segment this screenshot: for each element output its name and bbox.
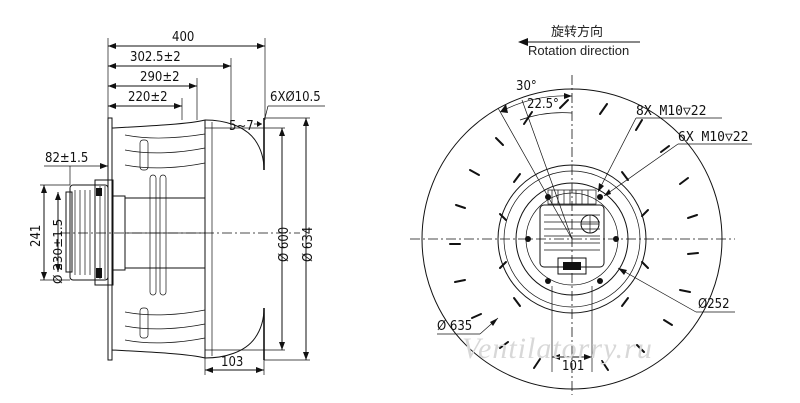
rotation-label-en: Rotation direction xyxy=(528,43,629,58)
watermark: Ventilatorry.ru xyxy=(462,332,653,365)
rotation-label-cn: 旋转方向 xyxy=(551,24,603,39)
dim-241: 241 xyxy=(29,225,44,247)
angle-22-5: 22.5° xyxy=(527,97,559,112)
dim-101: 101 xyxy=(562,359,584,374)
dim-220: 220±2 xyxy=(128,90,168,105)
front-view: 旋转方向 Rotation direction xyxy=(410,24,752,395)
dim-103: 103 xyxy=(221,355,243,370)
dim-d635: Ø 635 xyxy=(437,319,472,334)
dim-d252: Ø252 xyxy=(698,297,730,312)
dim-5-7: 5~7 xyxy=(229,119,254,134)
dim-holes-side: 6XØ10.5 xyxy=(270,90,321,105)
side-blades xyxy=(124,133,206,344)
back-plate xyxy=(107,117,113,361)
holes-8x-label: 8X M10▽22 xyxy=(636,104,706,119)
dim-230: Ø 230±1.5 xyxy=(51,219,65,284)
dim-overall-length: 400 xyxy=(172,30,194,45)
dim-d600: Ø 600 xyxy=(277,227,292,262)
dim-d634: Ø 634 xyxy=(301,227,316,262)
impeller-blades xyxy=(449,99,699,371)
angle-30: 30° xyxy=(516,79,537,94)
dim-82: 82±1.5 xyxy=(45,151,88,166)
motor-face xyxy=(525,189,619,284)
side-view: 400 302.5±2 290±2 220±2 5~7 6XØ10.5 xyxy=(29,30,325,375)
dim-290: 290±2 xyxy=(140,70,180,85)
motor-body xyxy=(65,179,206,286)
inlet-ring-bottom xyxy=(204,307,265,359)
holes-6x-label: 6X M10▽22 xyxy=(678,130,748,145)
dim-302-5: 302.5±2 xyxy=(130,50,181,65)
